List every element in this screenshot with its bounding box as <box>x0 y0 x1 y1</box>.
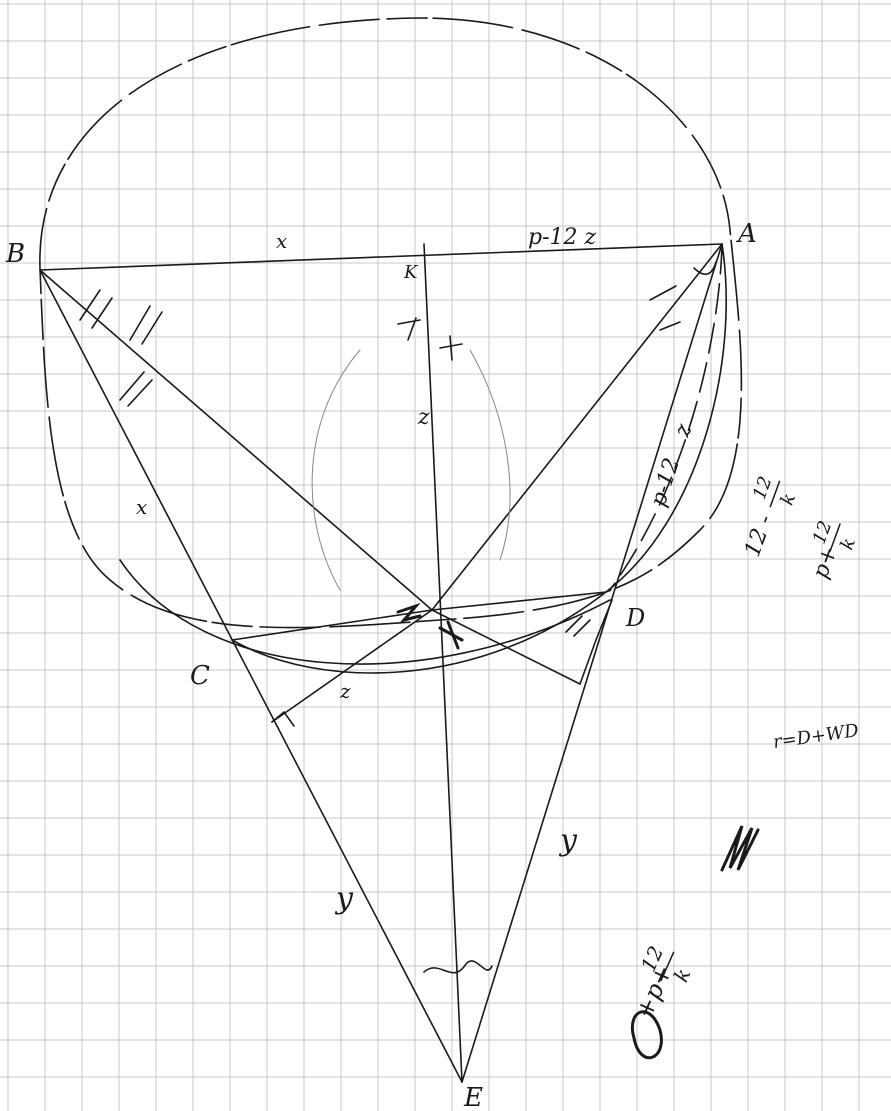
segment-bo <box>39 269 433 611</box>
labels: B A C D E K x x p-12 z p-12 z z z y y 12… <box>5 219 861 1111</box>
segment-ke <box>423 243 463 1083</box>
inner-arc-3 <box>605 243 727 593</box>
point-label-c: C <box>190 661 210 691</box>
label-y-left: y <box>334 881 354 916</box>
segment-ao <box>431 243 723 611</box>
label-z-small: z <box>339 679 351 703</box>
label-p12z-top: p-12 z <box>528 225 597 250</box>
segment-be <box>39 269 463 1083</box>
inner-arc-2 <box>231 591 607 674</box>
label-z-vertical: z <box>417 405 430 430</box>
construction <box>39 17 760 1083</box>
faint-arc-2 <box>469 349 511 561</box>
angle-a <box>693 261 717 275</box>
expr-b-prefix: p+ <box>808 543 843 582</box>
tick-marks-bo <box>119 371 153 407</box>
right-angle-d <box>579 599 613 685</box>
margin-expression-b: p+ 12 k <box>808 518 860 582</box>
tick-marks-b <box>79 289 163 345</box>
inner-arc-1 <box>119 559 611 665</box>
segment-ae <box>461 243 723 1083</box>
point-label-d: D <box>625 604 645 632</box>
segment-oc <box>271 609 433 723</box>
label-y-right: y <box>558 823 578 858</box>
point-label-b: B <box>5 239 25 269</box>
point-label-a: A <box>736 219 757 249</box>
label-x-top: x <box>276 229 287 253</box>
scribble-right <box>720 825 760 872</box>
margin-expression-a: 12 - 12 k <box>740 474 800 560</box>
tick-mark-k <box>397 317 463 361</box>
inner-arc-4 <box>609 243 723 591</box>
scribble-center <box>396 602 464 650</box>
tick-d-foot <box>565 615 591 637</box>
segment-o-tangent <box>431 591 607 611</box>
faint-arc <box>311 349 361 591</box>
expr-a-num: 12 <box>749 474 777 503</box>
point-label-k: K <box>403 262 419 283</box>
right-angle-c <box>271 710 295 727</box>
expr-b-den: k <box>836 535 859 552</box>
scribble-bottom <box>631 1010 663 1060</box>
label-x-left: x <box>136 495 147 519</box>
expr-a-den: k <box>777 491 800 508</box>
segment-c-o <box>231 609 433 641</box>
segment-od <box>431 609 581 685</box>
tick-marks-a <box>649 285 681 331</box>
segment-ba <box>39 243 723 271</box>
circumcircle <box>39 17 743 629</box>
bottom-expression: +p+ 12 k <box>630 942 696 1022</box>
point-label-e: E <box>463 1083 483 1111</box>
expr-a-prefix: 12 - <box>740 512 778 560</box>
angle-mark-e <box>423 960 493 974</box>
